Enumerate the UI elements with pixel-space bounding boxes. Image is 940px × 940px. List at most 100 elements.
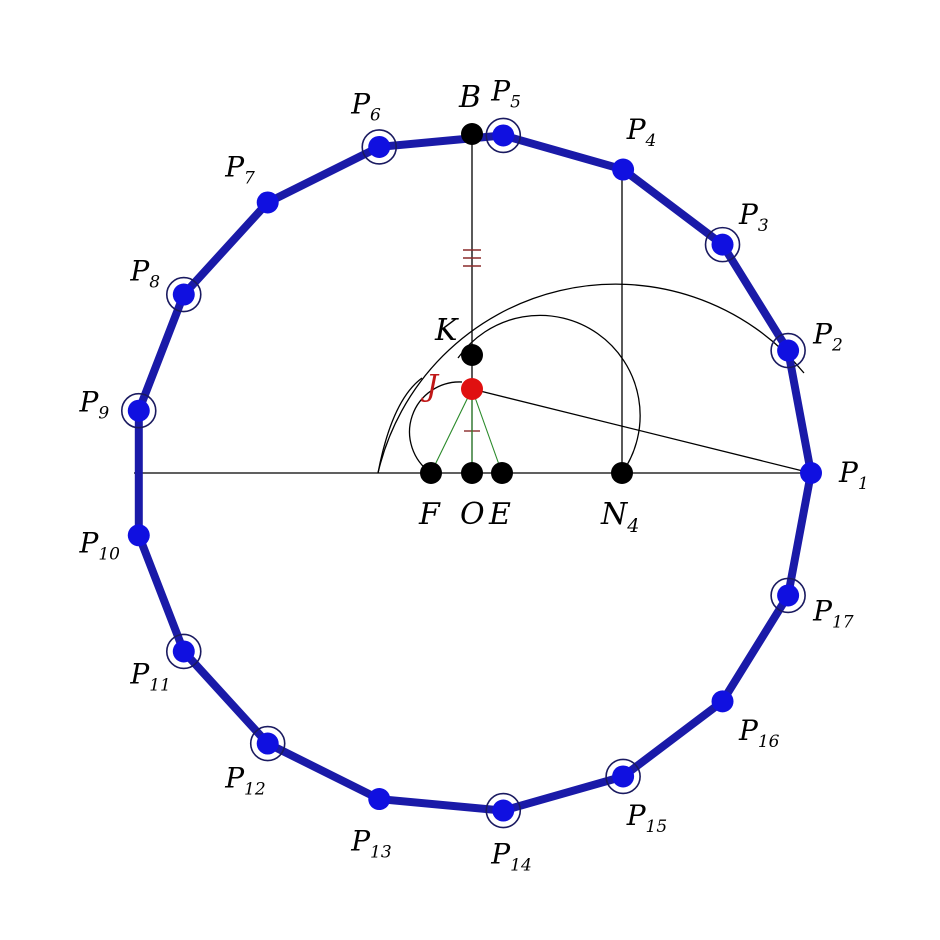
vertex-label: P10 — [79, 526, 121, 564]
vertex-label-letter: P — [626, 799, 647, 832]
vertex-ring — [249, 725, 286, 762]
point-K — [461, 344, 483, 366]
large-arc-from-N4 — [377, 283, 805, 474]
vertex-label-letter: P — [129, 658, 150, 691]
vertex-label-index: 13 — [370, 842, 392, 862]
vertex-label-index: 4 — [645, 131, 657, 151]
vertex-ring — [770, 332, 806, 369]
point-B — [461, 123, 483, 145]
vertex-label-letter: P — [350, 824, 371, 857]
regular-heptadecagon — [134, 131, 815, 815]
point-O — [461, 462, 483, 484]
vertex-label: P8 — [129, 254, 160, 292]
vertex-ring — [485, 117, 522, 154]
polygon-vertices — [120, 117, 822, 829]
vertex-label-index: 15 — [646, 817, 668, 837]
left-small-arc — [377, 377, 423, 474]
vertex-label-letter: P — [224, 150, 245, 183]
vertex-label-index: 3 — [758, 216, 769, 236]
vertex-label: P15 — [626, 799, 667, 837]
vertex-point — [127, 399, 150, 422]
vertex-point — [777, 584, 800, 607]
vertex-label-index: 5 — [510, 93, 521, 113]
vertex-label-index: 10 — [98, 544, 120, 564]
vertex-point — [172, 640, 195, 663]
vertex-label: P17 — [812, 594, 854, 632]
vertex-label-letter: P — [350, 88, 371, 121]
vertex-label: P12 — [224, 762, 265, 800]
vertex-label-index: 16 — [758, 732, 780, 752]
vertex-ring — [485, 792, 522, 829]
vertex-label-index: 11 — [149, 676, 171, 696]
small-arc-through-K — [457, 314, 641, 474]
vertex-label: P2 — [812, 318, 843, 356]
vertex-label-index: 1 — [858, 474, 869, 494]
arc-through-F — [408, 381, 463, 474]
vertex-label-index: 2 — [831, 336, 843, 356]
vertex-ring — [165, 633, 202, 670]
vertex-label-index: 7 — [244, 168, 255, 188]
label-E: E — [488, 497, 511, 532]
vertex-label: P14 — [490, 837, 531, 875]
construction-points — [420, 123, 633, 484]
vertex-label: P7 — [224, 150, 255, 188]
vertex-point — [711, 233, 734, 256]
vertex-label-letter: P — [738, 198, 759, 231]
vertex-label: P16 — [738, 714, 780, 752]
vertex-label-index: 8 — [149, 272, 160, 292]
vertex-label: P9 — [79, 386, 110, 424]
vertex-point — [368, 788, 391, 811]
vertex-label-letter: P — [79, 526, 100, 559]
vertex-ring — [165, 276, 202, 313]
vertex-label-letter: P — [838, 456, 859, 489]
point-E — [491, 462, 513, 484]
vertex-ring — [120, 392, 157, 429]
vertex-point — [368, 135, 391, 158]
label-N4: N4 — [600, 497, 639, 537]
vertex-label: P3 — [738, 198, 769, 236]
vertex-label: P13 — [350, 824, 391, 862]
vertex-label-letter: P — [79, 386, 100, 419]
vertex-point — [492, 799, 515, 822]
vertex-point — [256, 732, 279, 755]
vertex-label: P11 — [129, 658, 170, 696]
vertex-label: P5 — [490, 75, 521, 113]
vertex-point — [127, 524, 150, 547]
label-O: O — [460, 497, 485, 532]
line-J-P1 — [471, 388, 812, 474]
vertex-label-letter: P — [738, 714, 759, 747]
vertex-ring — [704, 226, 741, 263]
vertex-point — [492, 124, 515, 147]
vertex-label-index: 12 — [244, 780, 266, 800]
label-K: K — [434, 313, 459, 348]
vertex-label: P4 — [626, 113, 657, 151]
vertex-label-letter: P — [812, 594, 833, 627]
point-F — [420, 462, 442, 484]
label-N-subscript: 4 — [626, 515, 639, 537]
vertex-ring — [361, 129, 398, 165]
vertex-label-index: 17 — [832, 612, 854, 632]
vertex-label: P6 — [350, 88, 381, 126]
vertex-point — [711, 690, 734, 713]
vertex-point — [256, 191, 279, 214]
label-N: N — [600, 497, 629, 532]
vertex-label-letter: P — [490, 75, 511, 108]
angle-lines-from-J — [430, 388, 503, 474]
vertex-ring — [770, 577, 806, 614]
vertex-label-letter: P — [129, 254, 150, 287]
vertex-label-letter: P — [626, 113, 647, 146]
vertex-label-index: 6 — [370, 106, 381, 126]
point-J — [461, 378, 483, 400]
label-J: J — [420, 369, 440, 404]
vertex-point — [612, 158, 635, 181]
point-N4 — [611, 462, 633, 484]
vertex-ring — [605, 758, 641, 795]
vertex-point — [800, 462, 822, 484]
vertex-label-index: 14 — [510, 855, 532, 875]
vertex-point — [172, 283, 195, 306]
vertex-point — [612, 765, 635, 788]
vertex-point — [777, 339, 800, 362]
label-B: B — [458, 80, 481, 115]
